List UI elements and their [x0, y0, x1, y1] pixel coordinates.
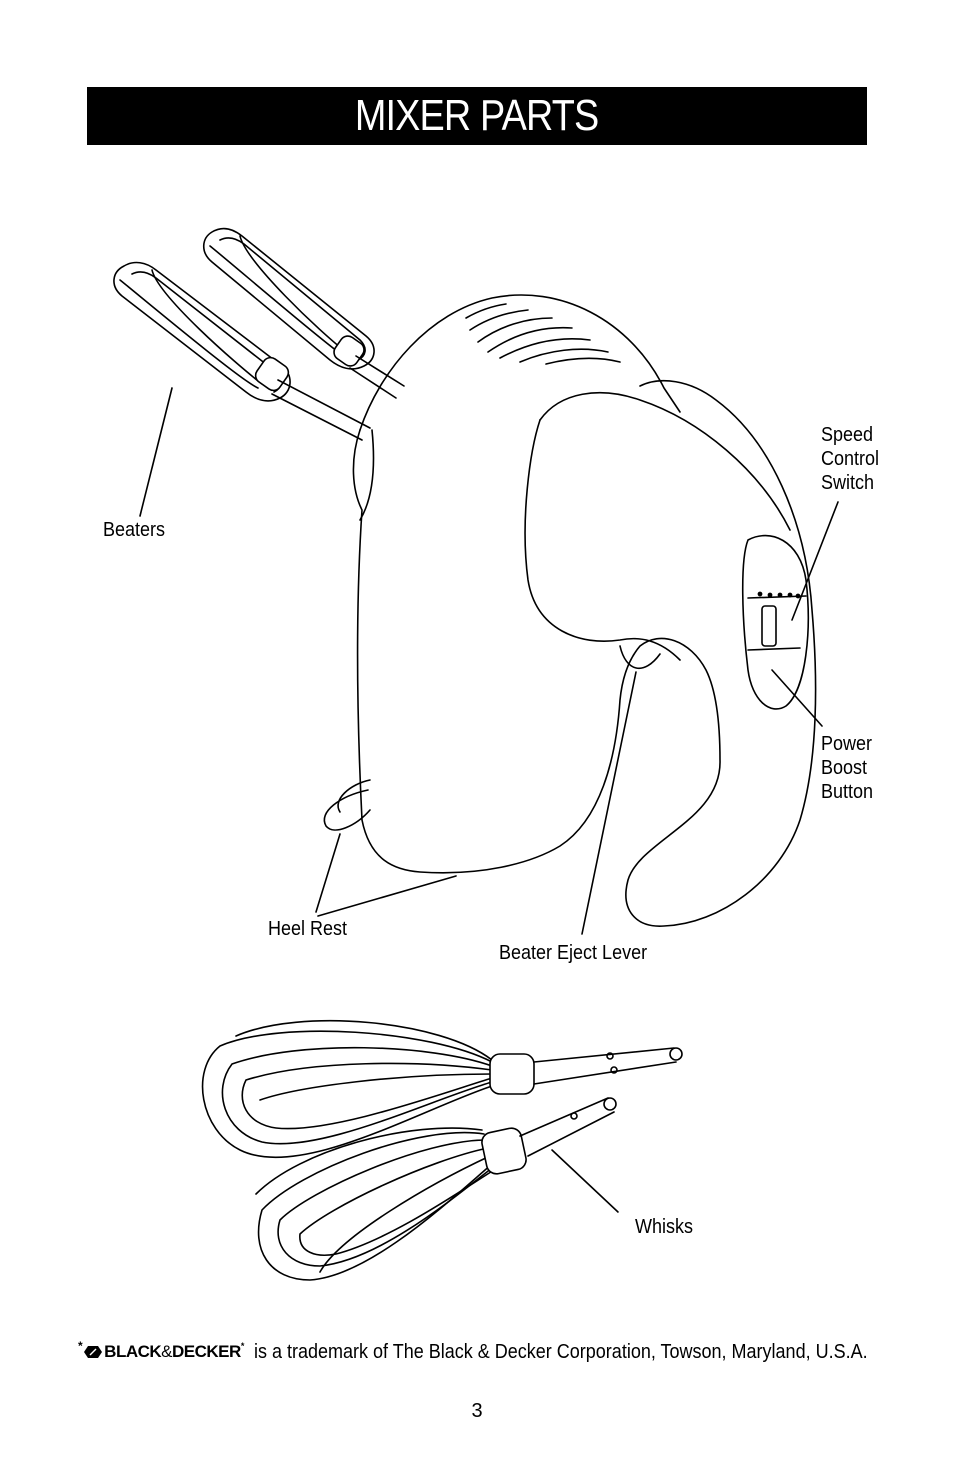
whisks-label: Whisks [635, 1215, 699, 1239]
mixer-body-drawing [323, 294, 817, 927]
beaters-label: Beaters [103, 518, 172, 542]
speed-control-switch-label: Speed Control Switch [821, 423, 885, 495]
page-title-text: MIXER PARTS [355, 91, 599, 140]
hexagon-logo-icon [84, 1346, 103, 1358]
trademark-text: is a trademark of The Black & Decker Cor… [253, 1340, 868, 1363]
beater-eject-lever-label: Beater Eject Lever [499, 941, 664, 965]
brand-black-text: BLACK [104, 1342, 162, 1361]
beater-eject-label-text: Beater Eject Lever [499, 942, 648, 964]
power-boost-button-label: Power Boost Button [821, 732, 879, 804]
beaters-drawing [113, 227, 405, 441]
brand-decker-text: DECKER [172, 1342, 241, 1361]
black-decker-logo: * BLACK & DECKER * [78, 1339, 244, 1361]
brand-amp-text: & [161, 1342, 173, 1361]
beaters-label-text: Beaters [103, 519, 166, 541]
trademark-footer: * BLACK & DECKER * is a trademark of The… [78, 1338, 936, 1366]
power-label-line1: Power [821, 733, 873, 755]
whisks-drawing [201, 1019, 683, 1281]
heel-rest-label-text: Heel Rest [268, 918, 348, 940]
page-number: 3 [471, 1400, 483, 1422]
speed-label-line1: Speed [821, 424, 874, 446]
heel-rest-label: Heel Rest [268, 917, 356, 941]
leader-lines [139, 387, 839, 1213]
power-label-line3: Button [821, 781, 874, 803]
speed-label-line3: Switch [821, 472, 875, 494]
whisks-label-text: Whisks [635, 1216, 694, 1238]
power-label-line2: Boost [821, 757, 868, 779]
speed-label-line2: Control [821, 448, 880, 470]
page-title: MIXER PARTS [87, 87, 867, 145]
asterisk: * [78, 1339, 83, 1353]
